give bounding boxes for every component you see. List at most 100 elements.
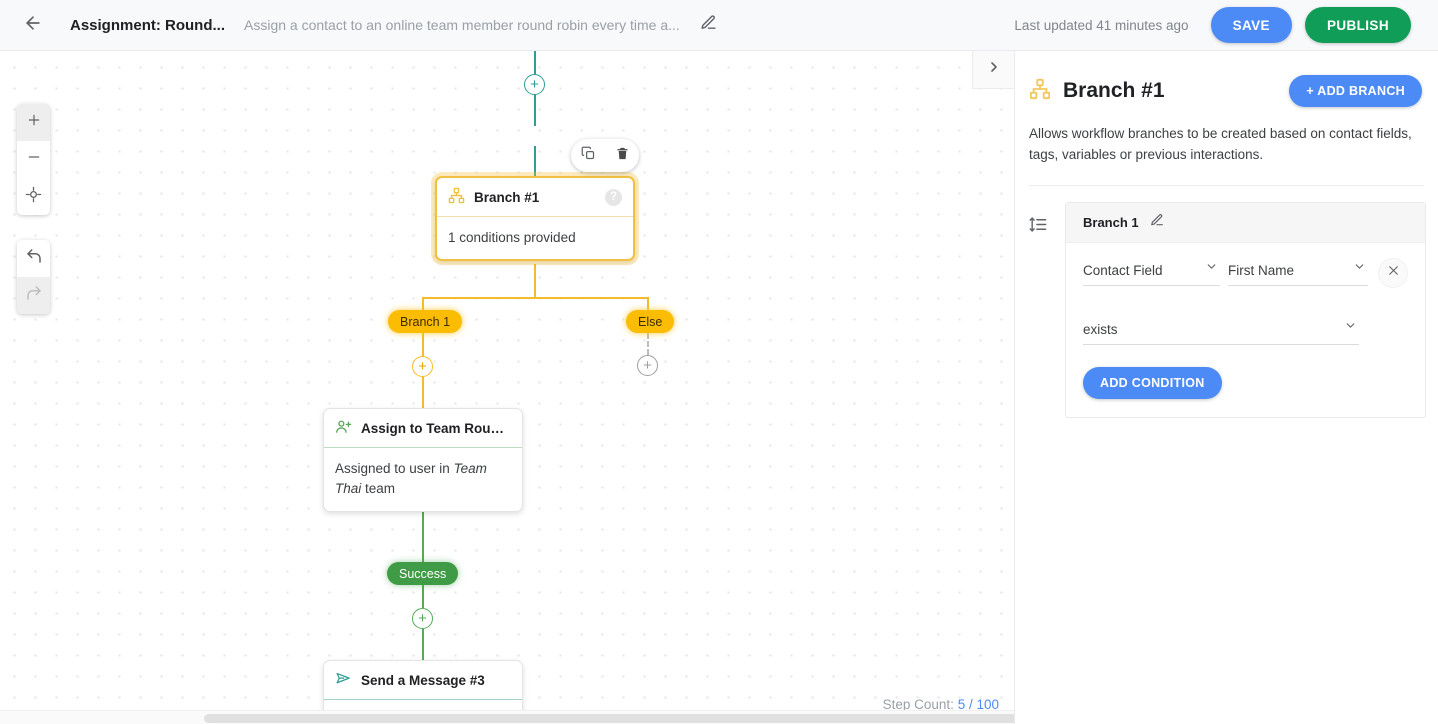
badge-success[interactable]: Success <box>387 562 459 585</box>
back-button[interactable] <box>13 5 53 45</box>
last-updated-text: Last updated 41 minutes ago <box>1014 17 1189 33</box>
redo-arrow-icon <box>25 284 43 307</box>
workflow-canvas[interactable]: + Branch #1 ? 1 conditions provided Br <box>0 51 1014 724</box>
topbar-actions: Last updated 41 minutes ago SAVE PUBLISH <box>1014 7 1411 43</box>
node-divider <box>324 447 522 448</box>
step-count-value: 5 / 100 <box>957 697 999 712</box>
rename-branch-button[interactable] <box>1150 213 1164 232</box>
minus-icon <box>26 149 42 170</box>
assign-body-prefix: Assigned to user in <box>335 461 454 476</box>
fit-view-button[interactable] <box>17 178 50 215</box>
badge-branch-1[interactable]: Branch 1 <box>388 310 463 333</box>
panel-description: Allows workflow branches to be created b… <box>1029 126 1412 162</box>
operator-value: exists <box>1083 322 1118 338</box>
branch-hierarchy-icon <box>448 187 465 207</box>
zoom-controls <box>17 104 50 215</box>
assign-body-emphasis: Team Thai <box>335 461 487 497</box>
zoom-out-button[interactable] <box>17 141 50 178</box>
node-assign-header: Assign to Team Round R... <box>324 409 522 447</box>
field-name-value: First Name <box>1228 263 1295 279</box>
add-step-button-top[interactable]: + <box>524 74 545 95</box>
publish-button[interactable]: PUBLISH <box>1304 7 1411 43</box>
chevron-right-icon <box>986 59 1002 80</box>
branch-settings-panel: Branch #1 + ADD BRANCH Allows workflow b… <box>1014 51 1438 724</box>
node-branch-body: 1 conditions provided <box>448 230 576 245</box>
panel-divider <box>1029 184 1424 186</box>
field-name-select[interactable]: First Name <box>1228 257 1368 286</box>
condition-card-body: Contact Field First Name <box>1066 243 1425 417</box>
condition-card: Branch 1 Contact Field Fi <box>1065 201 1426 418</box>
node-branch-title: Branch #1 <box>474 189 540 205</box>
node-branch[interactable]: Branch #1 ? 1 conditions provided <box>435 176 635 262</box>
node-branch-header: Branch #1 ? <box>437 178 633 216</box>
history-controls <box>17 240 50 314</box>
connector-success-upper <box>422 510 424 562</box>
crosshair-icon <box>25 186 42 208</box>
pencil-icon <box>700 14 717 36</box>
connector-success-lower <box>422 629 424 661</box>
step-count-label: Step Count: <box>882 697 954 712</box>
branch-condition-group: Branch 1 Contact Field Fi <box>1029 201 1426 418</box>
add-step-button-success[interactable]: + <box>412 608 433 629</box>
condition-card-header: Branch 1 <box>1066 202 1425 243</box>
delete-node-button[interactable] <box>610 144 634 168</box>
save-button[interactable]: SAVE <box>1210 7 1292 43</box>
condition-row: Contact Field First Name <box>1083 257 1408 288</box>
panel-title: Branch #1 <box>1063 79 1165 102</box>
horizontal-scrollbar[interactable] <box>0 710 1014 724</box>
undo-button[interactable] <box>17 240 50 277</box>
connector-branch1-upper <box>422 333 424 357</box>
remove-condition-button[interactable] <box>1378 257 1408 288</box>
add-step-button-branch1[interactable]: + <box>412 356 433 377</box>
node-assign-body: Assigned to user in Team Thai team <box>324 448 522 511</box>
branch-hierarchy-icon <box>1029 78 1051 105</box>
chevron-down-icon <box>1205 260 1218 278</box>
copy-icon <box>581 146 596 166</box>
edit-title-button[interactable] <box>696 12 722 38</box>
workflow-description: Assign a contact to an online team membe… <box>244 17 680 33</box>
add-condition-button[interactable]: ADD CONDITION <box>1083 366 1222 399</box>
plus-icon <box>26 112 42 133</box>
chevron-down-icon <box>1353 260 1366 278</box>
connector-branch1-lower <box>422 377 424 409</box>
top-bar: Assignment: Round... Assign a contact to… <box>0 0 1438 51</box>
chevron-down-icon <box>1344 319 1357 337</box>
pencil-icon <box>1150 213 1164 232</box>
assign-body-suffix: team <box>361 481 396 497</box>
node-assign[interactable]: Assign to Team Round R... Assigned to us… <box>323 408 523 512</box>
help-circle-icon[interactable]: ? <box>605 188 622 206</box>
node-divider <box>324 699 522 700</box>
connector-line-top-lower <box>534 146 536 177</box>
node-toolbar <box>571 139 639 172</box>
connector-else-dashed <box>647 333 649 355</box>
close-x-icon <box>1387 264 1400 282</box>
sort-reorder-icon[interactable] <box>1029 202 1053 418</box>
node-message-title: Send a Message #3 <box>361 672 485 688</box>
step-count: Step Count: 5 / 100 <box>883 697 999 712</box>
branch-name-label: Branch 1 <box>1083 214 1139 230</box>
connector-success-mid <box>422 585 424 608</box>
connector-branch-horizontal <box>422 297 648 299</box>
field-type-value: Contact Field <box>1083 263 1163 279</box>
arrow-left-icon <box>23 13 43 38</box>
node-assign-title: Assign to Team Round R... <box>361 420 511 436</box>
add-step-button-else[interactable]: + <box>637 355 658 376</box>
connector-branch-right-down <box>647 297 649 313</box>
scrollbar-thumb[interactable] <box>204 714 1014 723</box>
panel-header: Branch #1 + ADD BRANCH <box>1015 75 1438 107</box>
collapse-panel-button[interactable] <box>972 51 1014 89</box>
assign-user-icon <box>335 418 352 438</box>
field-type-select[interactable]: Contact Field <box>1083 257 1220 286</box>
add-branch-button[interactable]: + ADD BRANCH <box>1289 75 1422 107</box>
send-message-icon <box>335 670 352 690</box>
connector-branch-left-down <box>422 297 424 313</box>
copy-node-button[interactable] <box>576 144 600 168</box>
connector-branch-stem <box>534 264 536 298</box>
node-divider <box>437 216 633 217</box>
zoom-in-button[interactable] <box>17 104 50 141</box>
node-message-header: Send a Message #3 <box>324 661 522 699</box>
redo-button[interactable] <box>17 277 50 314</box>
operator-select[interactable]: exists <box>1083 316 1359 345</box>
trash-icon <box>615 146 630 166</box>
badge-else[interactable]: Else <box>626 310 675 333</box>
